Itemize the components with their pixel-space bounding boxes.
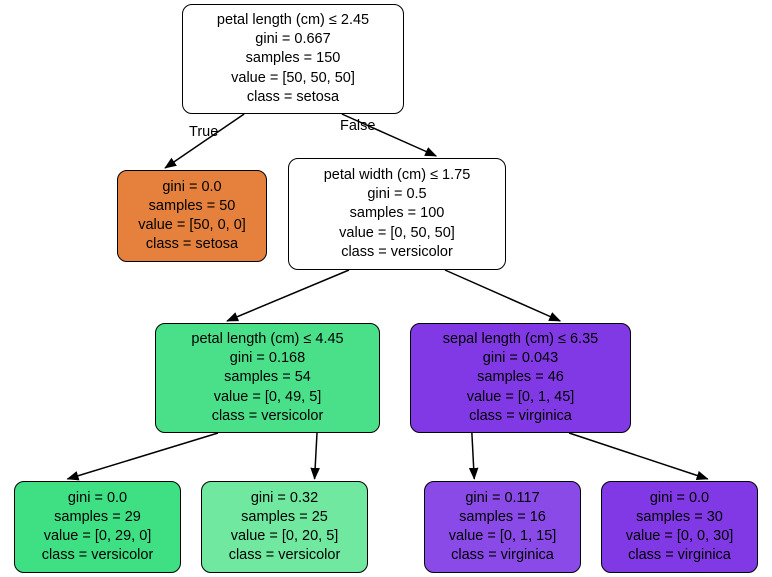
node-value: value = [0, 1, 15]	[448, 528, 557, 544]
node-value: value = [0, 29, 0]	[43, 528, 152, 544]
node-value: value = [50, 0, 0]	[138, 217, 246, 233]
node-value: value = [0, 20, 5]	[230, 528, 339, 544]
tree-leaf-node: gini = 0.32 samples = 25 value = [0, 20, 5…	[201, 481, 368, 573]
node-gini: gini = 0.043	[482, 350, 559, 367]
tree-leaf-node: gini = 0.0 samples = 29 value = [0, 29, 0]…	[14, 481, 181, 573]
node-value: value = [50, 50, 50]	[231, 69, 355, 86]
node-samples: samples = 54	[224, 369, 311, 386]
tree-edge	[310, 432, 320, 480]
node-value: value = [0, 49, 5]	[213, 388, 322, 405]
tree-edge	[66, 432, 219, 481]
node-gini: gini = 0.0	[649, 489, 710, 506]
node-value: value = [0, 50, 50]	[339, 224, 455, 241]
node-gini: gini = 0.667	[255, 31, 331, 48]
tree-edge	[226, 269, 350, 322]
tree-split-node: petal length (cm) ≤ 4.45 gini = 0.168 samp…	[155, 323, 380, 433]
node-class: class = virginica	[628, 547, 731, 564]
node-gini: gini = 0.32	[250, 489, 319, 506]
node-class: class = versicolor	[41, 547, 154, 564]
node-condition: petal length (cm) ≤ 4.45	[191, 330, 344, 347]
node-samples: samples = 29	[54, 508, 141, 525]
edge-label-false: False	[340, 118, 376, 134]
node-condition: sepal length (cm) ≤ 6.35	[442, 330, 599, 347]
node-samples: samples = 46	[477, 369, 564, 386]
node-samples: samples = 100	[349, 205, 445, 222]
node-class: class = setosa	[145, 236, 239, 253]
node-samples: samples = 25	[241, 508, 328, 525]
tree-leaf-node: gini = 0.0 samples = 50 value = [50, 0, 0]…	[117, 170, 267, 262]
node-class: class = versicolor	[211, 407, 324, 424]
node-class: class = virginica	[469, 407, 572, 424]
node-class: class = versicolor	[341, 243, 453, 260]
node-gini: gini = 0.117	[465, 489, 540, 506]
node-samples: samples = 30	[636, 508, 723, 525]
tree-split-node: sepal length (cm) ≤ 6.35 gini = 0.043 samp…	[410, 323, 631, 433]
node-gini: gini = 0.168	[229, 350, 306, 367]
tree-edge	[468, 432, 479, 480]
node-gini: gini = 0.0	[162, 178, 222, 195]
tree-leaf-node: gini = 0.117 samples = 16 value = [0, 1, 1…	[424, 481, 581, 573]
tree-split-node: petal length (cm) ≤ 2.45 gini = 0.667 samp…	[182, 4, 404, 114]
node-samples: samples = 16	[459, 508, 546, 525]
node-class: class = virginica	[451, 547, 554, 564]
tree-leaf-node: gini = 0.0 samples = 30 value = [0, 0, 30]…	[601, 481, 758, 573]
node-gini: gini = 0.5	[367, 186, 427, 203]
tree-edge	[164, 113, 245, 169]
node-class: class = setosa	[246, 88, 340, 105]
tree-edge	[568, 432, 709, 481]
tree-edge	[444, 269, 562, 322]
edge-label-true: True	[189, 124, 219, 140]
tree-split-node: petal width (cm) ≤ 1.75 gini = 0.5 samples…	[288, 158, 506, 270]
node-gini: gini = 0.0	[67, 489, 128, 506]
node-value: value = [0, 0, 30]	[625, 528, 734, 544]
node-value: value = [0, 1, 45]	[466, 388, 575, 405]
node-samples: samples = 50	[148, 197, 236, 214]
node-condition: petal width (cm) ≤ 1.75	[323, 166, 471, 183]
node-class: class = versicolor	[228, 547, 341, 564]
node-condition: petal length (cm) ≤ 2.45	[216, 11, 370, 28]
node-samples: samples = 150	[245, 50, 341, 67]
